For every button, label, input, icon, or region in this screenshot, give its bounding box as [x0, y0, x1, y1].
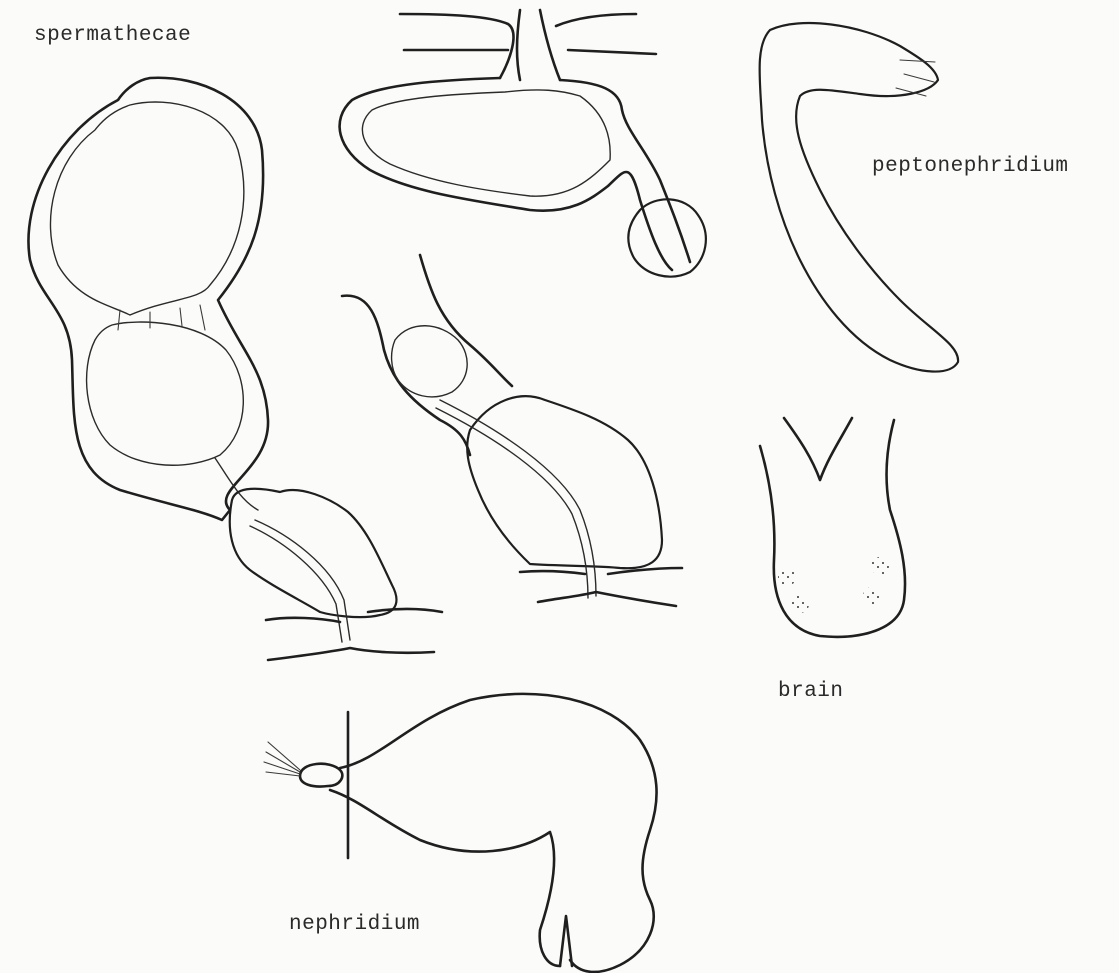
- label-brain: brain: [778, 680, 844, 703]
- spermatheca-top-drawing: [340, 10, 706, 277]
- peptonephridium-drawing: [760, 23, 959, 372]
- label-spermathecae: spermathecae: [34, 24, 191, 47]
- brain-drawing: [760, 418, 905, 637]
- label-nephridium: nephridium: [289, 913, 420, 936]
- label-peptonephridium: peptonephridium: [872, 155, 1069, 178]
- spermatheca-center-drawing: [342, 255, 682, 606]
- spermatheca-large-drawing: [28, 78, 442, 660]
